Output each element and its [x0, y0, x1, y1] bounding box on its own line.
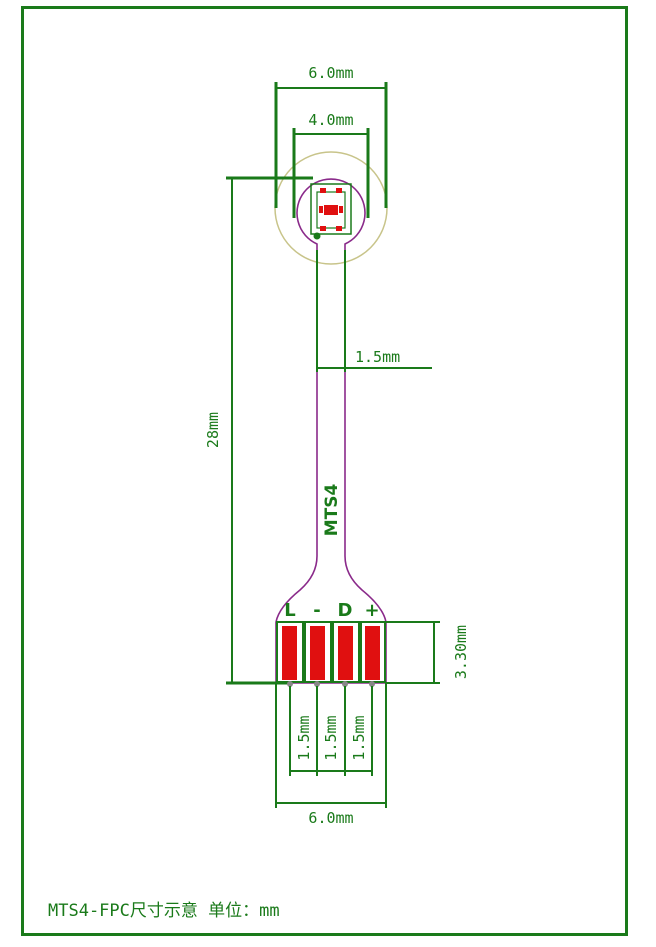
dim-top-width — [274, 82, 388, 208]
sensor-chip — [310, 183, 352, 240]
pin-label-plus: + — [364, 600, 379, 621]
part-label: MTS4 — [322, 484, 342, 537]
dim-pitch-1-label: 1.5mm — [295, 715, 313, 760]
pin-label-d: D — [338, 600, 353, 621]
drawing-frame — [21, 6, 628, 936]
dim-bottom-width — [275, 683, 387, 808]
dim-pitch-2-label: 1.5mm — [322, 715, 340, 760]
dim-top-width-label: 6.0mm — [308, 64, 353, 82]
dim-stem-width — [316, 250, 432, 372]
dim-head-inner-width — [292, 128, 370, 218]
contact-pads — [276, 621, 386, 687]
dim-head-inner-width-label: 4.0mm — [308, 111, 353, 129]
dim-pitch-3-label: 1.5mm — [350, 715, 368, 760]
dim-pad-length-label: 3.30mm — [452, 625, 470, 679]
dim-pad-length — [386, 621, 440, 684]
dim-bottom-width-label: 6.0mm — [308, 809, 353, 827]
drawing-caption: MTS4-FPC尺寸示意 单位：mm — [48, 901, 280, 921]
dim-stem-width-label: 1.5mm — [355, 348, 400, 366]
pin-label-minus: - — [313, 600, 320, 621]
pin-label-l: L — [284, 600, 295, 621]
dim-pitch — [289, 686, 373, 776]
dim-overall-length-label: 28mm — [204, 412, 222, 448]
fpc-outline — [275, 178, 387, 684]
